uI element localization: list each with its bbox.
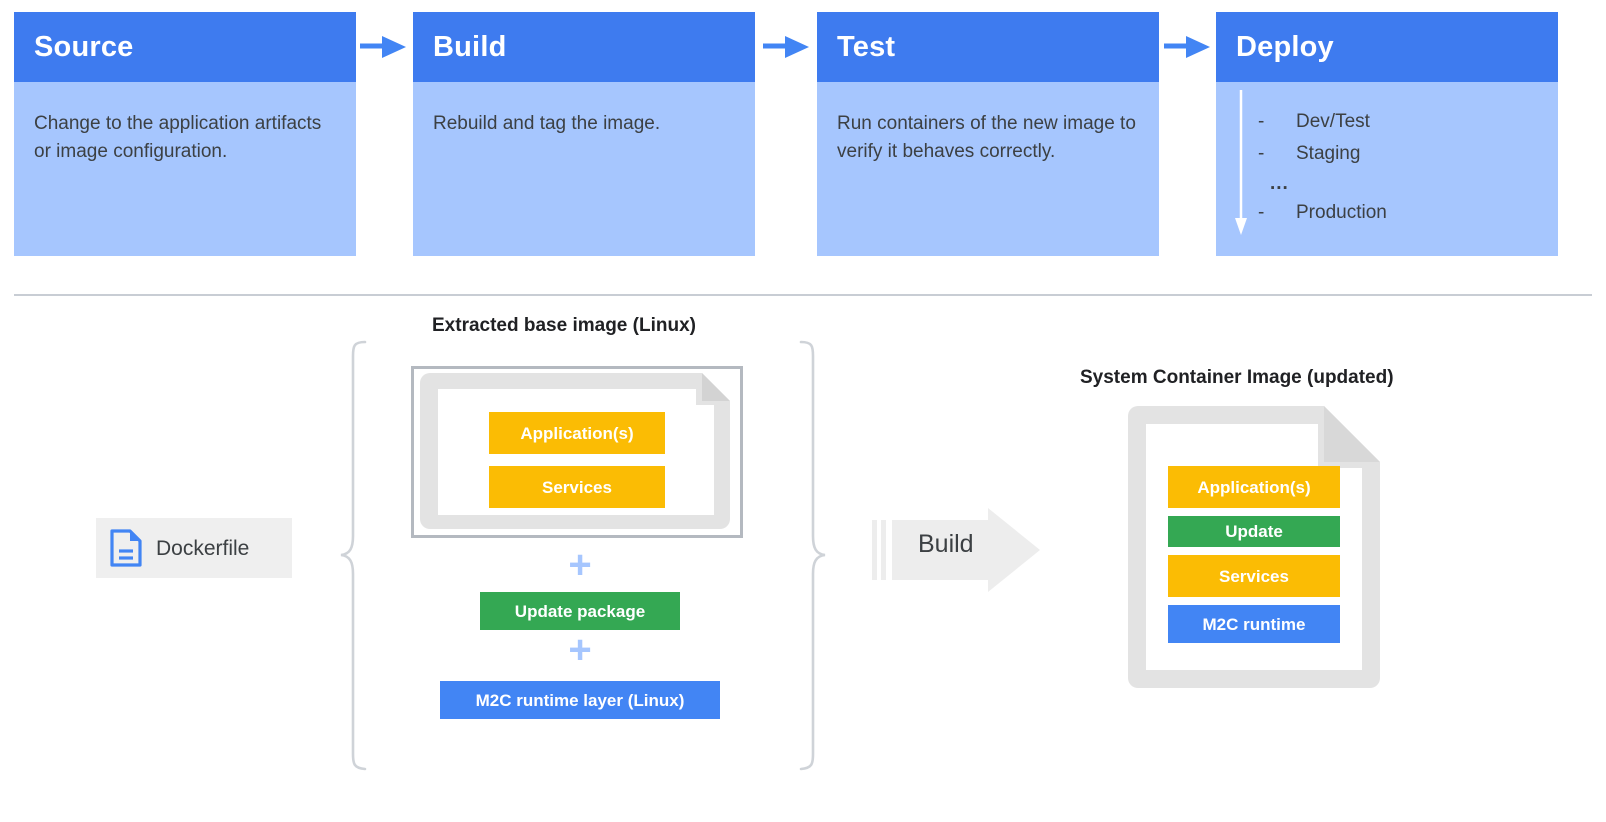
base-layer-services[interactable]: Services: [489, 466, 665, 508]
result-layer-applications[interactable]: Application(s): [1168, 466, 1340, 508]
pipeline-card-build-header: Build: [413, 12, 755, 82]
deploy-dash-3: -: [1258, 202, 1265, 223]
base-layer-applications[interactable]: Application(s): [489, 412, 665, 454]
pipeline-card-build-text: Rebuild and tag the image.: [433, 113, 661, 134]
deploy-dash-2: -: [1258, 143, 1265, 164]
result-layer-applications-label: Application(s): [1197, 477, 1311, 497]
pipeline-card-test-text: Run containers of the new image to verif…: [837, 113, 1136, 162]
dockerfile-label: Dockerfile: [156, 536, 250, 560]
deploy-item-production[interactable]: - Production: [1258, 203, 1387, 222]
system-container-image-page-shape[interactable]: [1128, 406, 1384, 688]
base-layer-applications-label: Application(s): [520, 423, 634, 443]
plus-icon-1: +: [568, 543, 592, 587]
build-arrow-label: Build: [918, 530, 974, 558]
pipeline-card-deploy-title: Deploy: [1236, 30, 1334, 63]
dockerfile-chip[interactable]: Dockerfile: [96, 518, 292, 578]
deploy-item-staging[interactable]: - Staging: [1258, 144, 1360, 163]
pipeline-card-build-body: Rebuild and tag the image.: [413, 82, 755, 256]
right-curly-brace: [799, 340, 826, 772]
pipeline-card-source-header: Source: [14, 12, 356, 82]
pipeline-card-test[interactable]: Test Run containers of the new image to …: [817, 12, 1159, 256]
arrow-right-icon-2: [763, 34, 811, 60]
extracted-base-image-label: Extracted base image (Linux): [432, 315, 696, 336]
arrow-down-icon: [1234, 90, 1248, 236]
section-divider: [14, 294, 1592, 296]
pipeline-card-deploy-header: Deploy: [1216, 12, 1558, 82]
pipeline-card-deploy-body: - Dev/Test - Staging ... - Production: [1216, 82, 1558, 256]
pipeline-card-build[interactable]: Build Rebuild and tag the image.: [413, 12, 755, 256]
pipeline-card-build-title: Build: [433, 30, 507, 63]
result-layer-m2c-runtime-label: M2C runtime: [1202, 614, 1306, 634]
arrow-right-icon-3: [1164, 34, 1212, 60]
result-layer-services[interactable]: Services: [1168, 555, 1340, 597]
file-document-icon: [110, 529, 142, 567]
added-layer-m2c-runtime-label: M2C runtime layer (Linux): [475, 690, 685, 710]
deploy-item-label-production: Production: [1296, 202, 1387, 223]
added-layer-update-package-label: Update package: [514, 601, 646, 621]
arrow-right-block-icon: [872, 508, 1040, 592]
deploy-item-label-dev-test: Dev/Test: [1296, 111, 1370, 132]
pipeline-card-test-title: Test: [837, 30, 896, 63]
pipeline-card-source[interactable]: Source Change to the application artifac…: [14, 12, 356, 256]
arrow-right-icon-1: [360, 34, 408, 60]
result-layer-update-label: Update: [1225, 522, 1283, 541]
pipeline-card-source-body: Change to the application artifacts or i…: [14, 82, 356, 256]
base-layer-services-label: Services: [542, 477, 612, 497]
system-container-image-label: System Container Image (updated): [1080, 367, 1394, 388]
plus-icon-2: +: [568, 628, 592, 672]
added-layer-update-package[interactable]: Update package: [480, 592, 680, 630]
pipeline-card-source-text: Change to the application artifacts or i…: [34, 113, 322, 162]
pipeline-card-source-title: Source: [34, 30, 134, 63]
deploy-ellipsis: ...: [1270, 173, 1289, 194]
deploy-item-label-staging: Staging: [1296, 143, 1361, 164]
pipeline-card-test-body: Run containers of the new image to verif…: [817, 82, 1159, 256]
pipeline-card-test-header: Test: [817, 12, 1159, 82]
pipeline-card-deploy[interactable]: Deploy - Dev/Test - Staging .: [1216, 12, 1558, 256]
left-curly-brace: [340, 340, 367, 772]
result-layer-services-label: Services: [1219, 566, 1289, 586]
result-layer-update[interactable]: Update: [1168, 516, 1340, 547]
deploy-item-dev-test[interactable]: - Dev/Test: [1258, 112, 1370, 131]
added-layer-m2c-runtime[interactable]: M2C runtime layer (Linux): [440, 681, 720, 719]
result-layer-m2c-runtime[interactable]: M2C runtime: [1168, 605, 1340, 643]
deploy-dash-1: -: [1258, 111, 1265, 132]
deploy-environment-list: - Dev/Test - Staging ... - Production: [1216, 82, 1558, 256]
